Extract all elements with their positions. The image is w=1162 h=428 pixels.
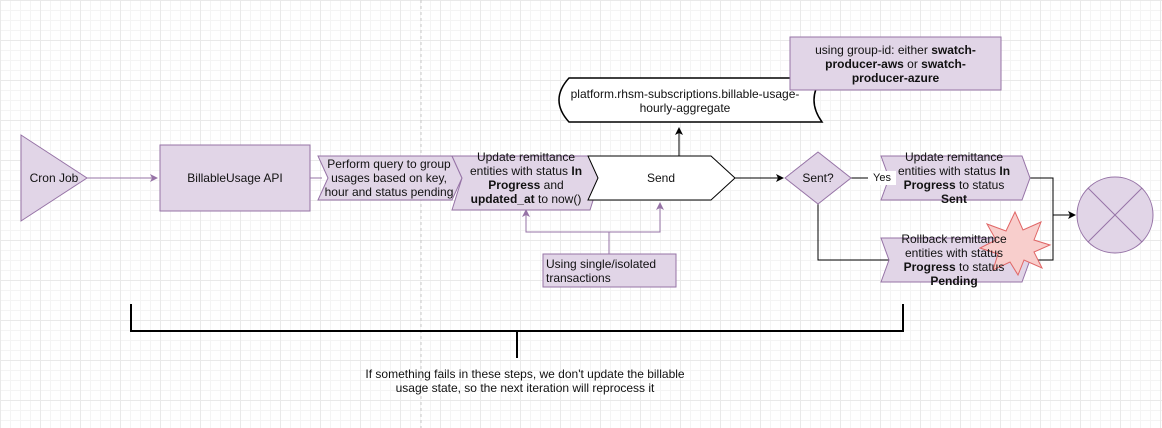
edge-note-to-update: [522, 209, 610, 254]
transactions-note-label: Using single/isolated transactions: [546, 256, 657, 285]
cron-job-node: [20, 134, 88, 222]
cron-job-label: Cron Job: [29, 171, 79, 185]
edge-note-to-send: [609, 202, 664, 233]
edge-sent-no: [817, 204, 897, 264]
billable-usage-api-node: [159, 144, 311, 212]
rollback-label: Rollback remittance entities with status…: [901, 232, 1007, 288]
sent-decision-node: [784, 151, 852, 205]
failure-bracket: [130, 304, 904, 358]
group-id-note: [789, 36, 1002, 91]
sent-decision-label: Sent?: [802, 171, 834, 185]
update-sent-label: Update remittance entities with status I…: [897, 150, 1011, 206]
topic-label: platform.rhsm-subscriptions.billable-usa…: [570, 87, 800, 115]
crossed-circle-icon: [1076, 176, 1154, 254]
explosion-icon: [978, 210, 1052, 277]
group-id-note-label: using group-id: either swatch- producer-…: [815, 42, 976, 85]
billable-usage-api-label: BillableUsage API: [187, 171, 283, 185]
send-node: [587, 155, 736, 201]
failure-note-label: If something fails in these steps, we do…: [365, 367, 685, 395]
edge-sent-to-end: [1030, 177, 1075, 216]
transactions-note: [542, 253, 677, 288]
update-in-progress-label: Update remittance entities with status I…: [469, 150, 583, 206]
send-label: Send: [646, 171, 676, 185]
perform-query-label: Perform query to group usages based on k…: [324, 157, 454, 199]
yes-edge-label: Yes: [868, 171, 896, 185]
